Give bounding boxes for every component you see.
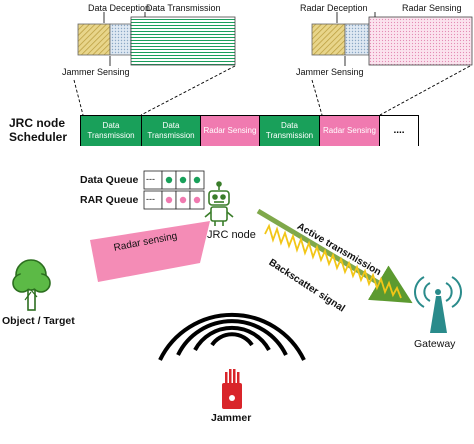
rar-queue-boxes bbox=[143, 190, 205, 210]
radar-deception-block bbox=[311, 23, 346, 56]
zoom-line-left-b bbox=[140, 65, 236, 116]
jammer-label: Jammer bbox=[211, 412, 252, 424]
jrc-node-label: JRC node bbox=[207, 229, 256, 241]
data-packet bbox=[179, 176, 187, 184]
data-deception-label: Data Deception bbox=[88, 3, 151, 13]
data-transmission-label: Data Transmission bbox=[146, 3, 221, 13]
gateway-icon bbox=[414, 276, 462, 333]
data-packet bbox=[193, 176, 201, 184]
radar-packet bbox=[165, 196, 173, 204]
gateway-label: Gateway bbox=[414, 338, 456, 350]
object-target-label: Object / Target bbox=[2, 315, 75, 327]
jammer-sensing-block-right bbox=[344, 23, 370, 56]
data-transmission-block bbox=[130, 16, 236, 66]
data-deception-block bbox=[77, 23, 111, 56]
zoom-line-right-a bbox=[311, 79, 323, 116]
top-right-slot bbox=[311, 12, 473, 116]
scheduler-slot-4: Data Transmission bbox=[260, 116, 320, 146]
jammer-sensing-block-left bbox=[109, 23, 132, 56]
radar-packet bbox=[193, 196, 201, 204]
scheduler-slot-more: .... bbox=[380, 116, 418, 146]
data-queue-empty: --- bbox=[146, 174, 155, 184]
tree-icon bbox=[12, 259, 51, 311]
jammer-sensing-label-right: Jammer Sensing bbox=[296, 67, 364, 77]
rar-queue-label: RAR Queue bbox=[80, 194, 139, 206]
backscatter-signal-wave bbox=[264, 223, 402, 299]
jammer-signal-arcs bbox=[158, 312, 306, 361]
scheduler-slot-1: Data Transmission bbox=[81, 116, 142, 146]
radar-sensing-block bbox=[368, 16, 473, 66]
scheduler-slot-3: Radar Sensing bbox=[201, 116, 260, 146]
zoom-line-left-a bbox=[73, 79, 84, 116]
zoom-line-right-b bbox=[379, 65, 471, 116]
jammer-icon bbox=[222, 369, 242, 409]
scheduler-slot-5: Radar Sensing bbox=[320, 116, 380, 146]
radar-sensing-beam bbox=[90, 221, 210, 282]
data-queue-label: Data Queue bbox=[80, 174, 139, 186]
jammer-sensing-label-left: Jammer Sensing bbox=[62, 67, 130, 77]
scheduler-label: JRC node Scheduler bbox=[9, 116, 68, 144]
top-left-slot bbox=[73, 12, 236, 116]
data-packet bbox=[165, 176, 173, 184]
radar-sensing-label: Radar Sensing bbox=[402, 3, 462, 13]
rar-queue-empty: --- bbox=[146, 194, 155, 204]
radar-packet bbox=[179, 196, 187, 204]
scheduler-slot-2: Data Transmission bbox=[142, 116, 201, 146]
robot-icon bbox=[204, 181, 234, 226]
radar-deception-label: Radar Deception bbox=[300, 3, 368, 13]
data-queue-boxes bbox=[143, 170, 205, 190]
